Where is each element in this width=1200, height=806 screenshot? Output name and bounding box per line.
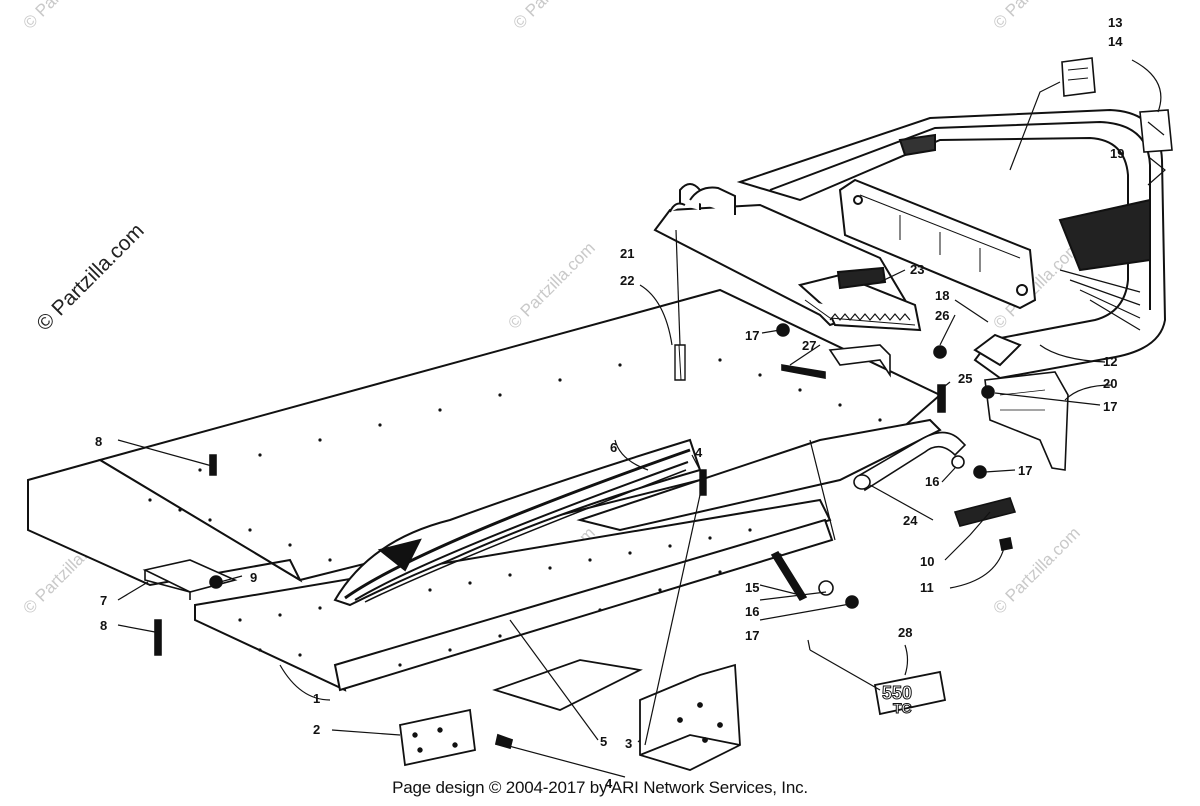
model-badge: 550 TC (873, 670, 947, 717)
hardware-right (770, 323, 1017, 609)
callout-16a: 16 (925, 474, 939, 489)
callout-21: 21 (620, 246, 634, 261)
tunnel-assembly (27, 288, 942, 692)
callout-2: 2 (313, 722, 320, 737)
callout-18: 18 (935, 288, 949, 303)
watermark-faint: © Partzilla.com (989, 523, 1083, 617)
callout-5: 5 (600, 734, 607, 749)
watermark-faint: © Partzilla.com (509, 0, 603, 33)
callout-11: 11 (920, 580, 934, 595)
rivet-holes (148, 348, 882, 667)
callout-26: 26 (935, 308, 949, 323)
callout-7: 7 (100, 593, 107, 608)
callout-28: 28 (898, 625, 912, 640)
watermark-faint: © Partzilla.com (989, 0, 1083, 33)
decal-13-14 (1061, 57, 1173, 153)
callout-14: 14 (1108, 34, 1123, 49)
callout-27: 27 (802, 338, 816, 353)
badge-line2: TC (893, 700, 912, 716)
watermark-faint: © Partzilla.com (19, 0, 113, 33)
rear-bumper-frame (736, 108, 1167, 471)
callout-1: 1 (313, 691, 320, 706)
callout-4b: 4 (605, 776, 613, 791)
watermark-faint: © Partzilla.com (504, 238, 598, 332)
callout-17d: 17 (745, 628, 759, 643)
leader-lines (117, 59, 1166, 778)
lower-parts (399, 659, 741, 771)
callout-3: 3 (625, 736, 632, 751)
tunnel-top-plate (653, 183, 922, 332)
callout-17b: 17 (1103, 399, 1117, 414)
callout-10: 10 (920, 554, 934, 569)
callout-8b: 8 (100, 618, 107, 633)
callout-22: 22 (620, 273, 634, 288)
callout-4a: 4 (695, 445, 703, 460)
callout-23: 23 (910, 262, 924, 277)
callout-numbers: 13 14 19 21 22 23 18 26 17 27 25 12 20 1… (95, 15, 1124, 791)
callout-17c: 17 (1018, 463, 1032, 478)
watermark-main: © Partzilla.com (32, 219, 148, 335)
callout-19: 19 (1110, 146, 1124, 161)
callout-17a: 17 (745, 328, 759, 343)
page-footer: Page design © 2004-2017 by ARI Network S… (392, 778, 808, 797)
callout-15: 15 (745, 580, 759, 595)
callout-20: 20 (1103, 376, 1117, 391)
badge-line1: 550 (882, 683, 912, 703)
callout-9: 9 (250, 570, 257, 585)
callout-13: 13 (1108, 15, 1122, 30)
callout-24: 24 (903, 513, 918, 528)
callout-6: 6 (610, 440, 617, 455)
callout-25: 25 (958, 371, 972, 386)
rivets-4-22 (674, 344, 707, 496)
callout-12: 12 (1103, 354, 1117, 369)
callout-8a: 8 (95, 434, 102, 449)
callout-16b: 16 (745, 604, 759, 619)
